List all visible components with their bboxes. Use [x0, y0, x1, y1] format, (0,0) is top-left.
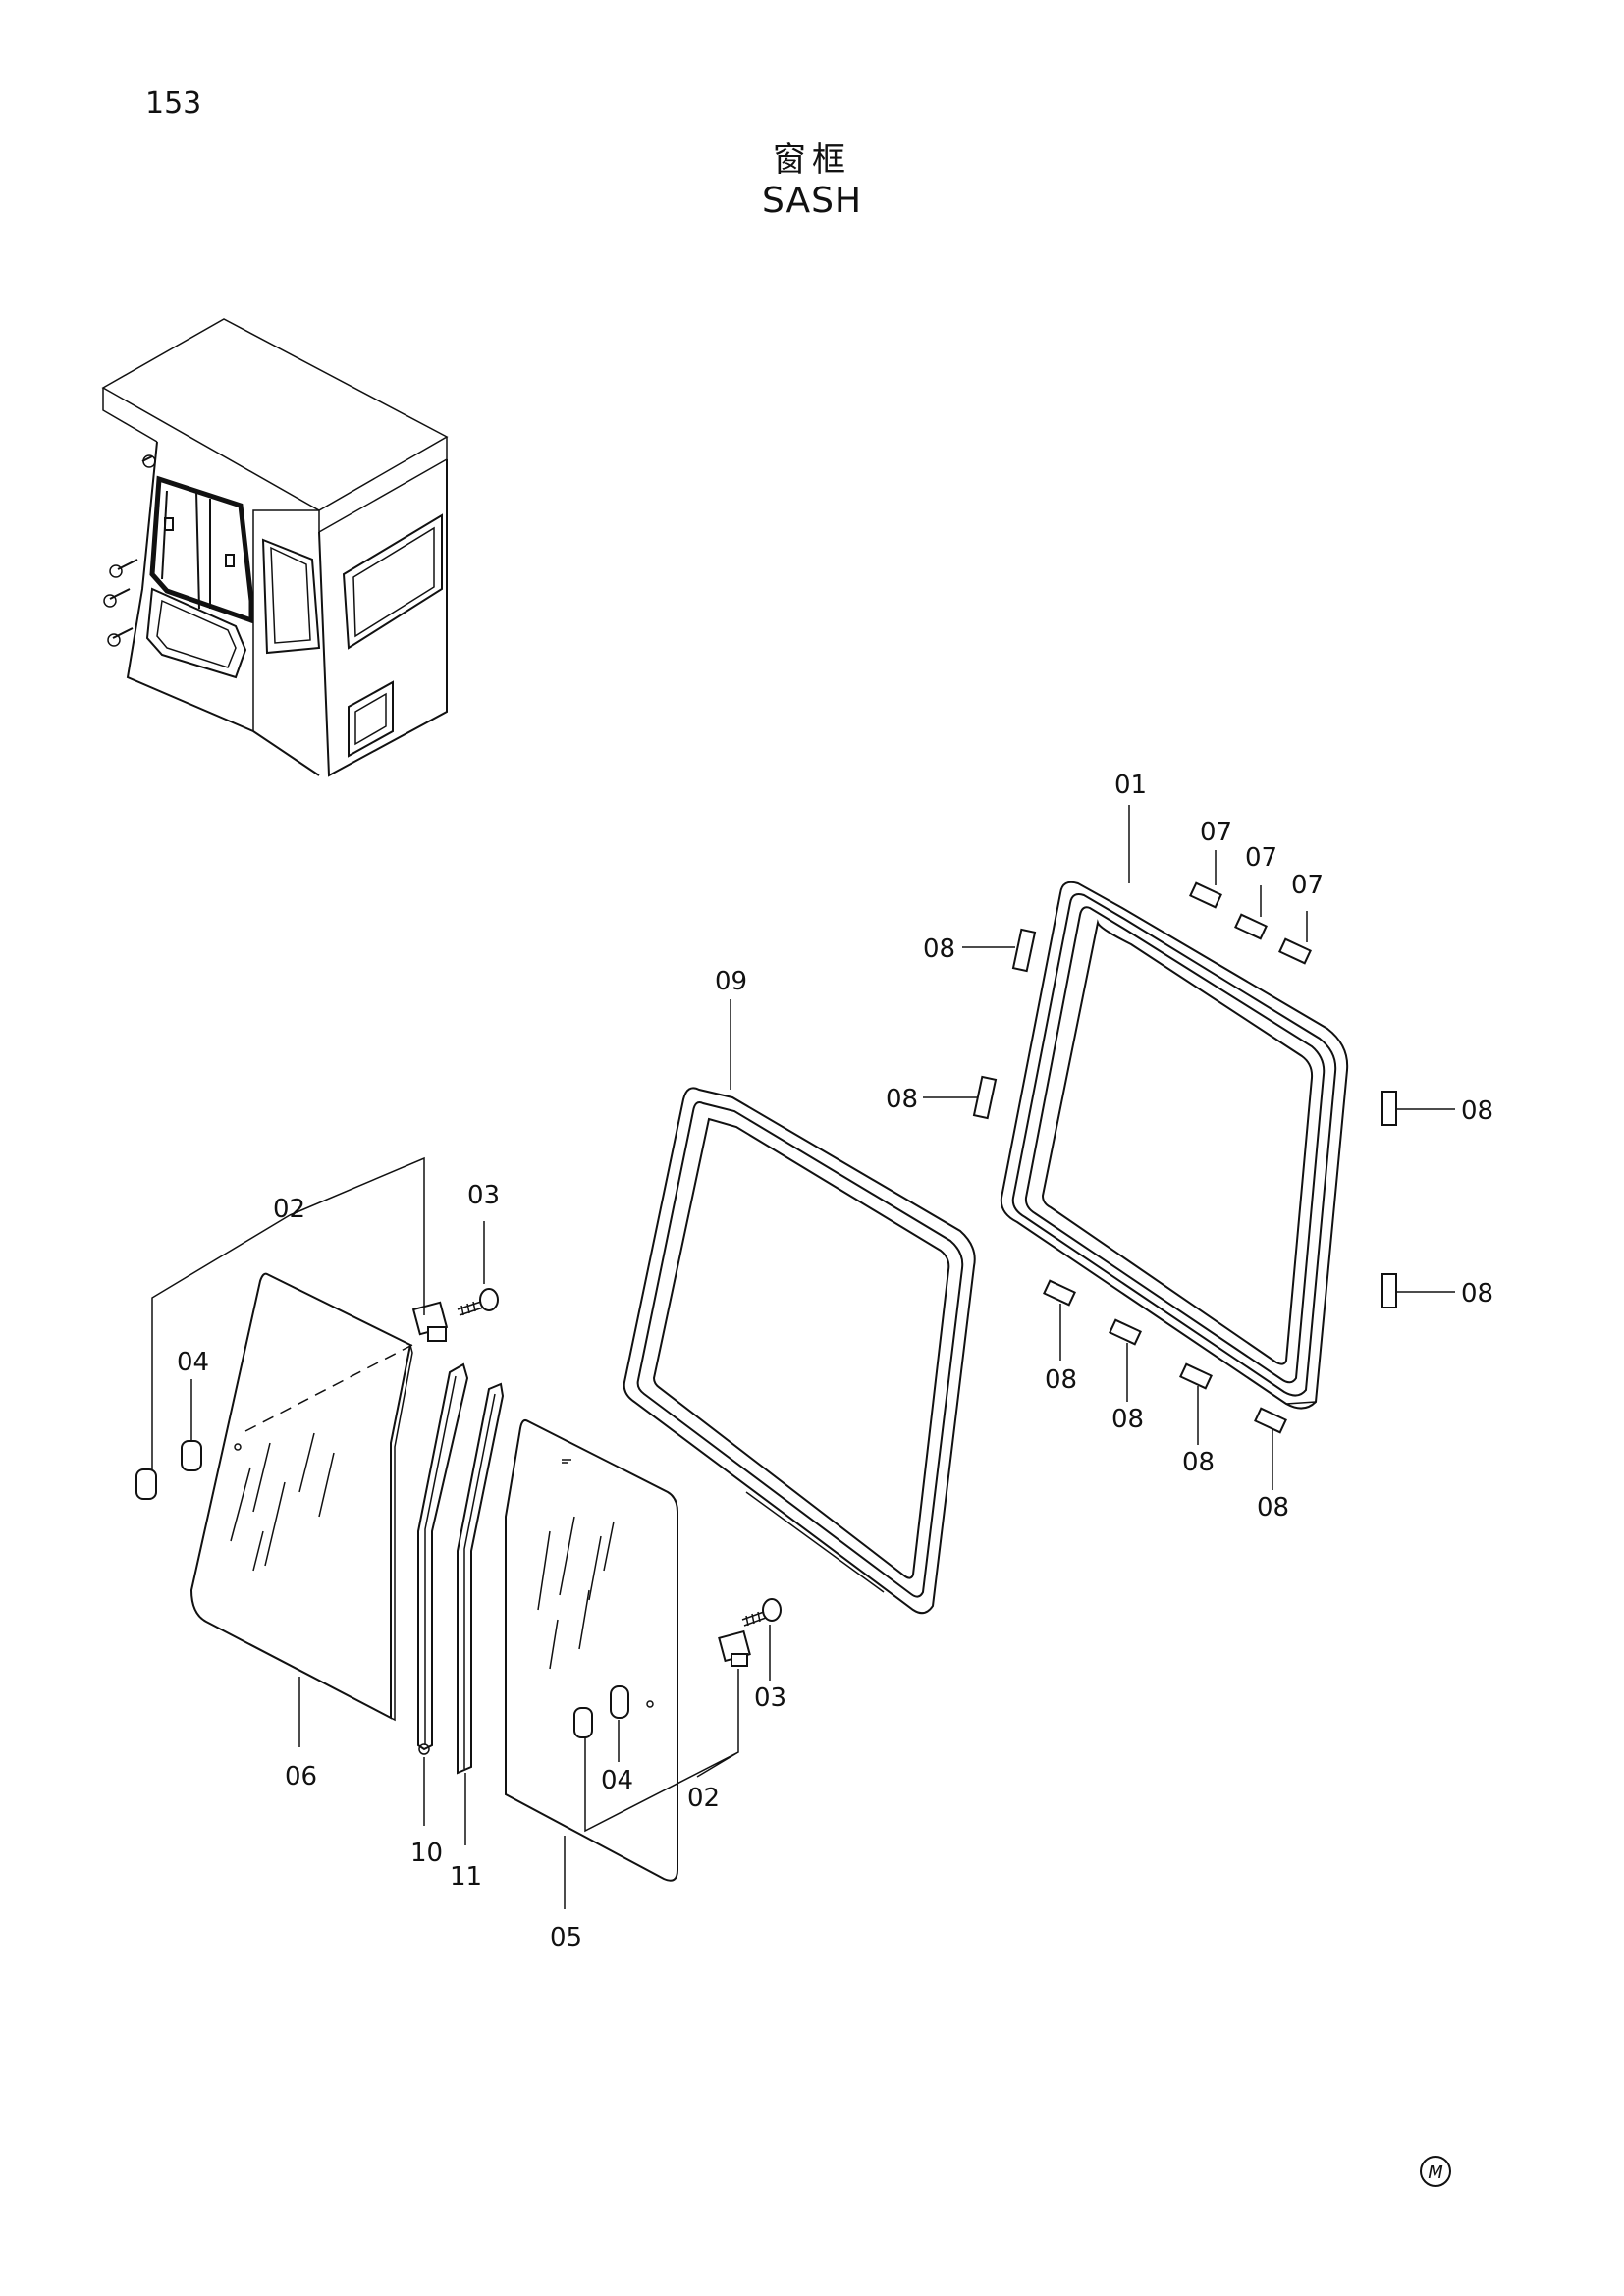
part-07-block — [1189, 881, 1222, 909]
callout-08: 08 — [1111, 1405, 1144, 1434]
callout-08: 08 — [1461, 1096, 1493, 1126]
callout-03: 03 — [467, 1181, 500, 1210]
callout-08: 08 — [1182, 1448, 1215, 1477]
callout-10: 10 — [410, 1839, 443, 1868]
part-08-block — [1381, 1273, 1397, 1308]
part-11-seal-strip — [457, 1382, 505, 1775]
part-05-glass-right — [505, 1418, 678, 1882]
callout-07: 07 — [1291, 871, 1324, 900]
callout-07: 07 — [1245, 843, 1277, 873]
callout-02: 02 — [687, 1784, 720, 1813]
part-08-block — [1043, 1279, 1076, 1307]
callout-08: 08 — [1257, 1493, 1289, 1522]
callout-01: 01 — [1114, 771, 1147, 800]
part-08-block — [1381, 1091, 1397, 1126]
part-04-knob-left-inner — [181, 1440, 202, 1471]
part-03-screw-lower — [741, 1598, 782, 1627]
part-08-block — [1254, 1407, 1287, 1434]
part-06-glass-left — [189, 1272, 413, 1722]
maker-logo-letter: M — [1428, 2163, 1443, 2183]
callout-07: 07 — [1200, 818, 1232, 847]
part-07-block — [1278, 937, 1312, 965]
part-03-screw-upper — [457, 1288, 499, 1316]
part-02-latch-upper — [411, 1301, 449, 1342]
callout-03: 03 — [754, 1683, 786, 1713]
part-02-latch-lower — [718, 1629, 751, 1667]
callout-05: 05 — [550, 1923, 582, 1952]
part-04-knob-left-outer — [135, 1468, 157, 1500]
part-01-sash-frame — [1000, 881, 1349, 1410]
callout-08: 08 — [1045, 1365, 1077, 1395]
part-08-block — [1109, 1318, 1142, 1346]
callout-04: 04 — [177, 1348, 209, 1377]
page-title: SASH — [761, 181, 863, 221]
callout-09: 09 — [715, 967, 747, 996]
part-04-knob-right-outer — [573, 1707, 593, 1738]
part-08-block — [972, 1075, 998, 1120]
maker-logo-icon: M — [1420, 2156, 1451, 2187]
part-07-block — [1234, 913, 1268, 940]
part-09-sash-frame-inner — [623, 1087, 976, 1615]
callout-08: 08 — [1461, 1279, 1493, 1308]
callout-08: 08 — [923, 934, 955, 964]
part-08-block — [1011, 928, 1037, 973]
callout-06: 06 — [285, 1762, 317, 1791]
callout-02: 02 — [273, 1195, 305, 1224]
callout-08: 08 — [886, 1085, 918, 1114]
page-number: 153 — [145, 86, 202, 121]
page-title-chinese: 窗框 — [773, 140, 851, 180]
part-10-seal-strip — [417, 1362, 469, 1755]
cab-overview-illustration — [101, 318, 449, 777]
callout-04: 04 — [601, 1766, 633, 1795]
callout-11: 11 — [450, 1862, 482, 1892]
part-04-knob-right-inner — [610, 1685, 629, 1719]
leader-lines — [151, 805, 1455, 1909]
callout-labels: 01 07 07 07 08 08 08 08 08 08 08 08 09 0… — [177, 771, 1493, 1952]
part-08-block — [1179, 1362, 1213, 1390]
